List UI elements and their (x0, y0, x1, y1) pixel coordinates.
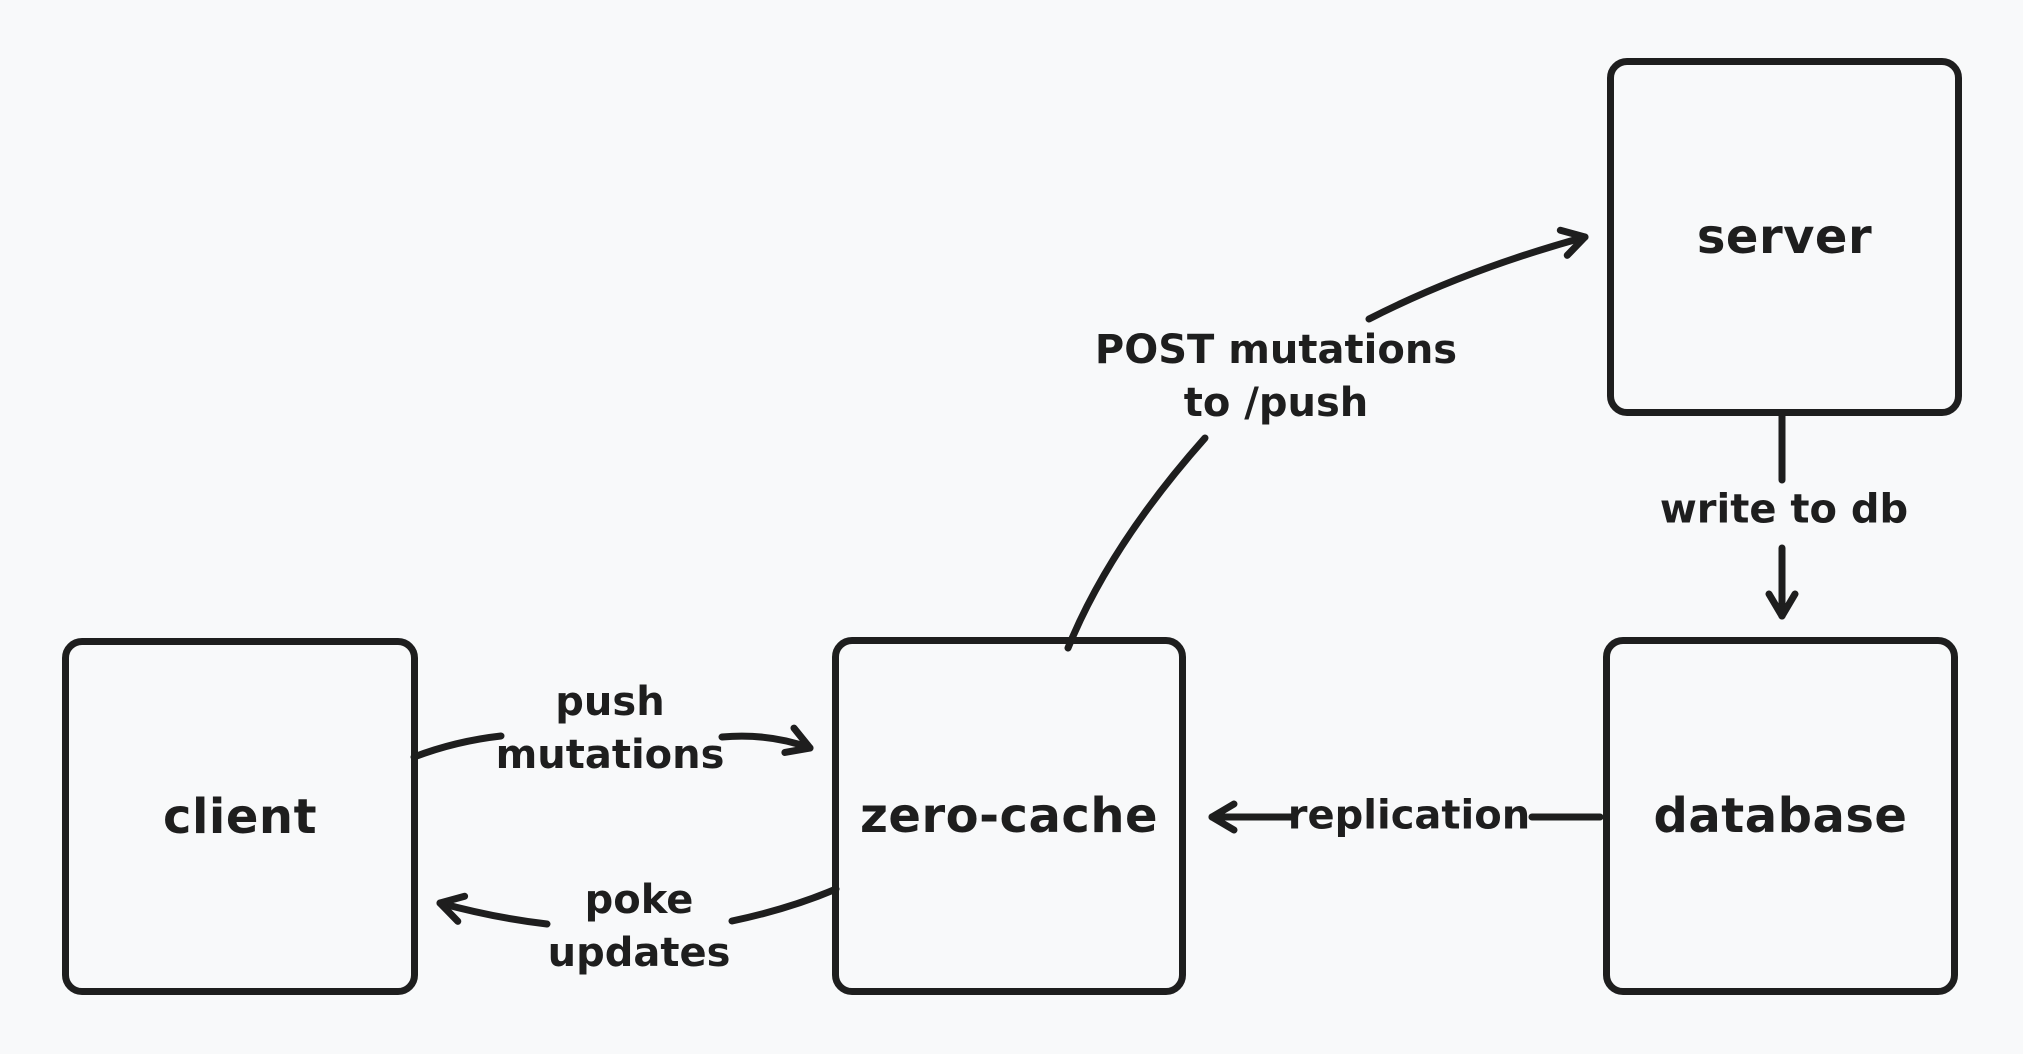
replication-label: replication (1287, 792, 1531, 839)
zero-cache-label: zero-cache (859, 788, 1159, 844)
node-server: server (1607, 58, 1962, 416)
write-to-db-label: write to db (1659, 486, 1909, 533)
post-mutations-arrow-head (1365, 226, 1589, 323)
node-zero-cache: zero-cache (832, 637, 1186, 995)
node-client: client (62, 638, 418, 995)
push-mutations-arrow-tail (410, 732, 505, 761)
push-mutations-label: push mutations (495, 679, 725, 778)
database-label: database (1653, 788, 1908, 844)
poke-updates-arrow-tail (728, 885, 840, 925)
client-label: client (162, 788, 318, 845)
poke-updates-label: poke updates (547, 877, 731, 976)
push-mutations-arrow-head (718, 724, 814, 756)
post-mutations-label: POST mutations to /push (1094, 327, 1458, 426)
server-label: server (1696, 209, 1873, 265)
poke-updates-arrow-head (436, 892, 551, 928)
post-mutations-arrow-tail (1064, 434, 1209, 652)
node-database: database (1603, 637, 1958, 995)
